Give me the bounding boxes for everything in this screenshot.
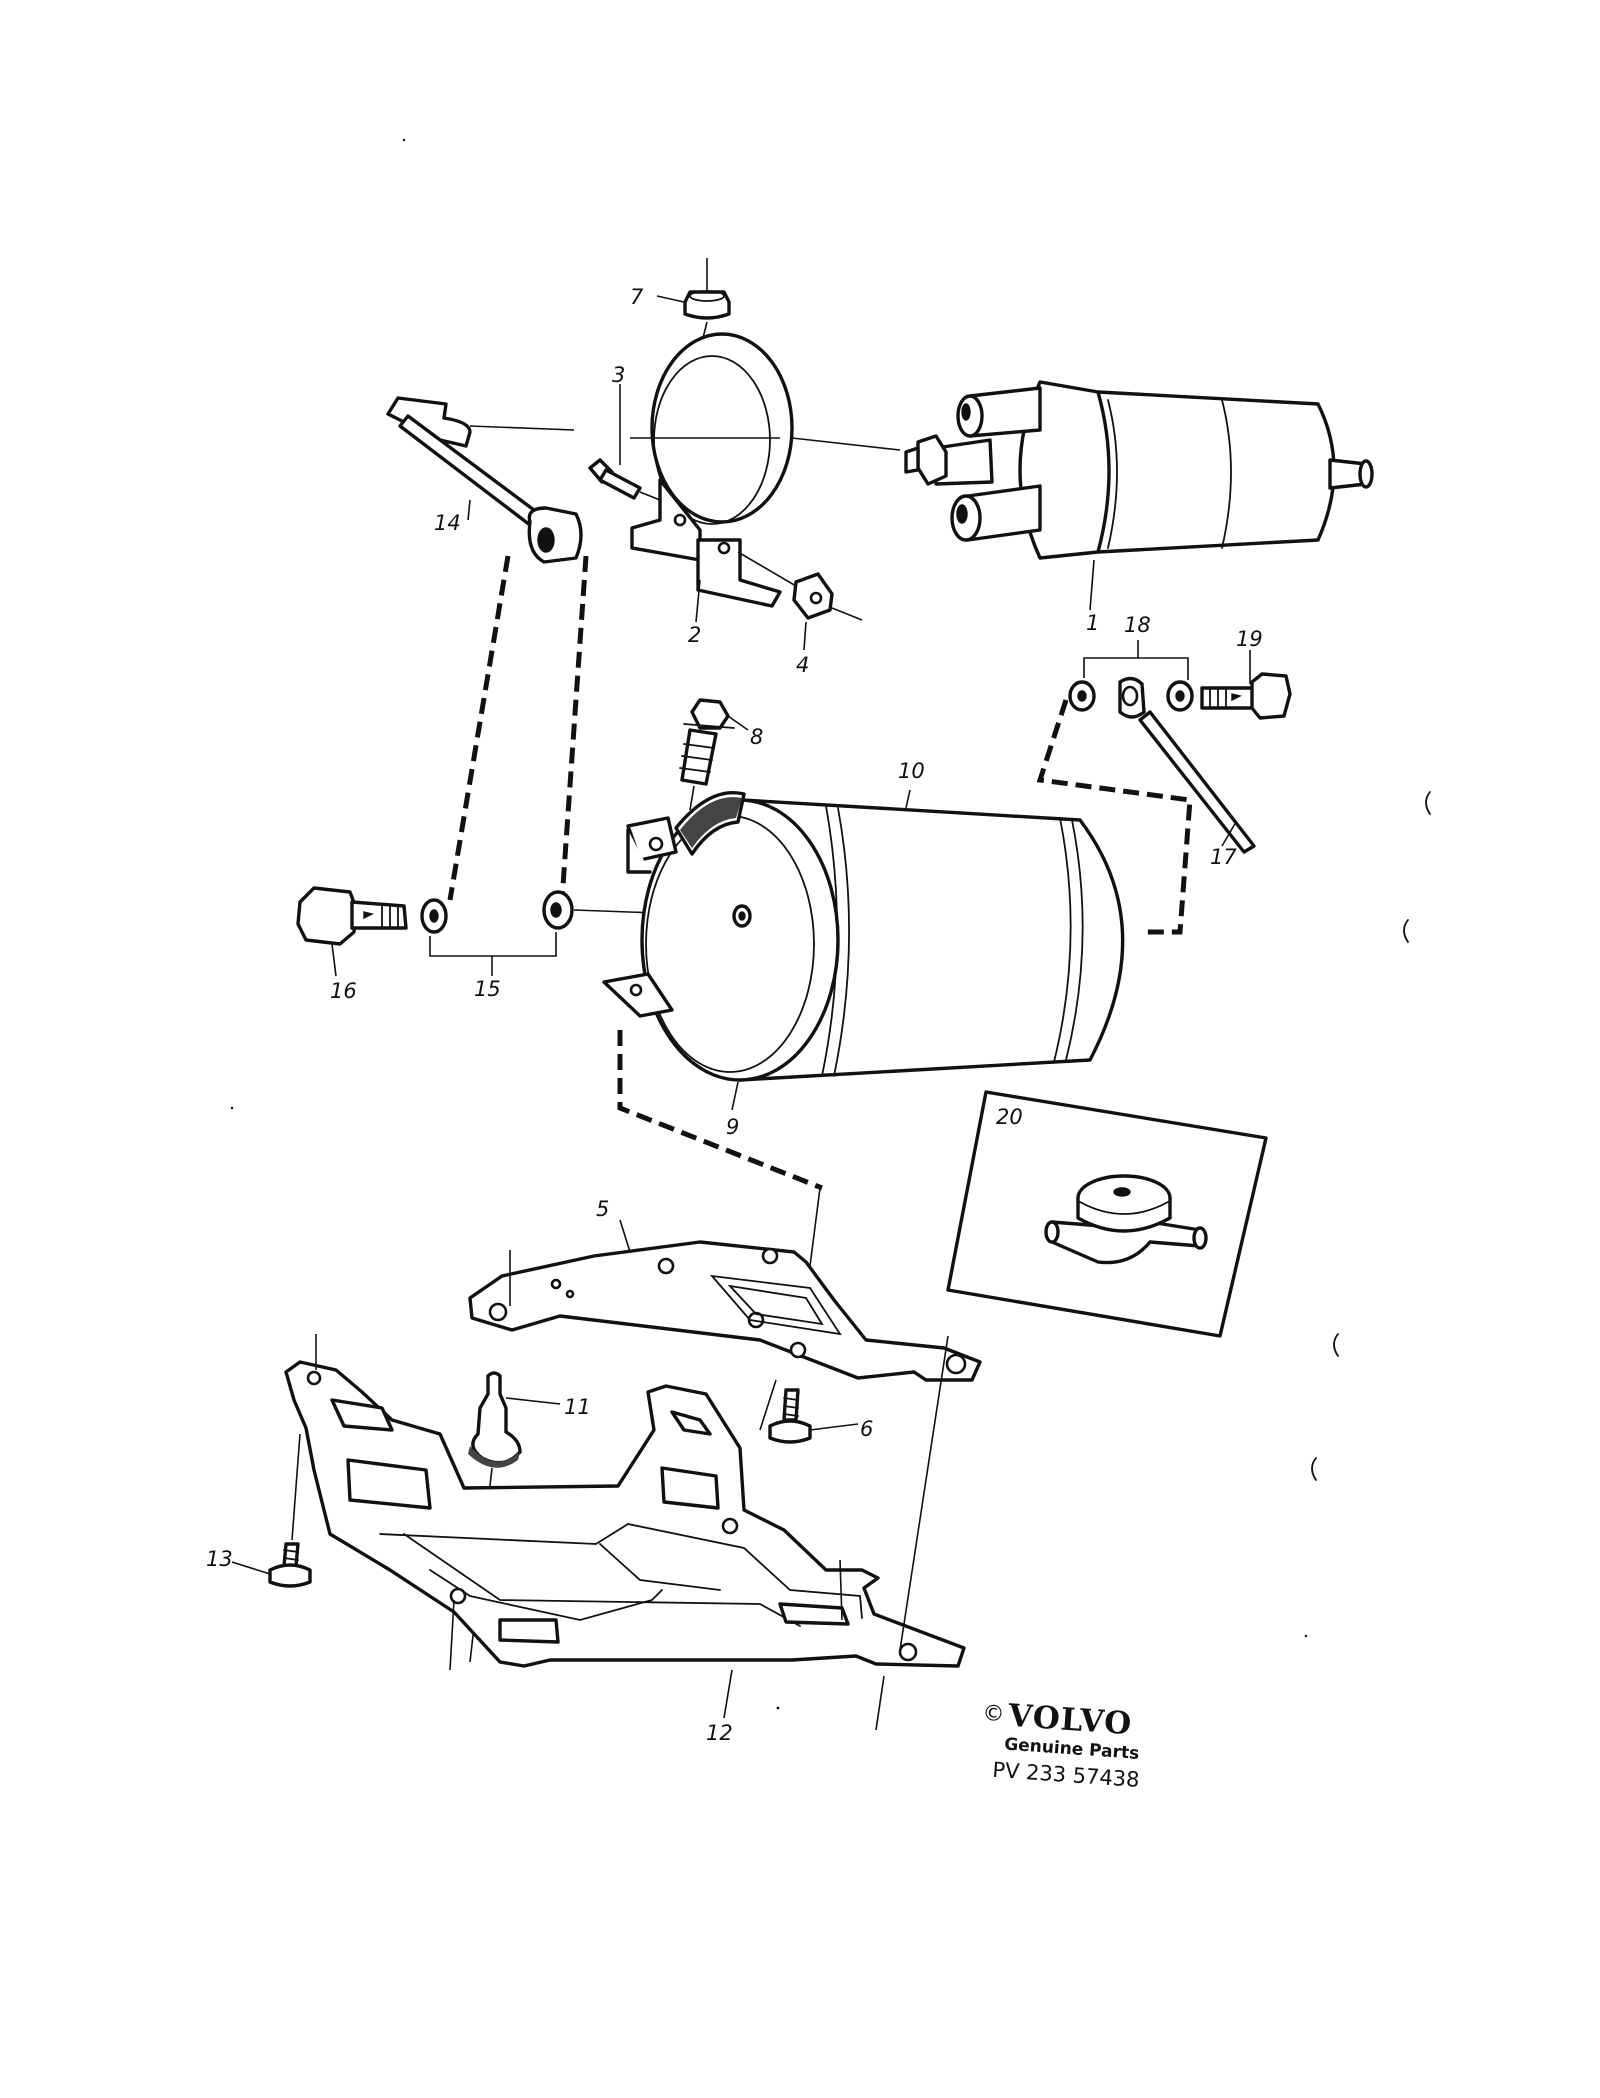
part-15-washers: [420, 890, 741, 976]
part-17-fuel-line: [1036, 699, 1256, 935]
part-2-clamp: [630, 332, 901, 623]
part-5-mounting-plate: [468, 1219, 982, 1382]
callout-8: 8: [750, 725, 763, 749]
callout-12: 12: [706, 1721, 733, 1745]
part-3-screw: [588, 384, 661, 501]
callout-19: 19: [1236, 627, 1263, 651]
volvo-logo: VOLVO: [1006, 1698, 1133, 1743]
callout-1: 1: [1086, 611, 1099, 635]
callout-6: 6: [860, 1417, 873, 1441]
part-13-screw: [231, 1433, 312, 1588]
callout-18: 18: [1124, 613, 1151, 637]
part-20-inset: [946, 1090, 1268, 1338]
callout-10: 10: [898, 759, 925, 783]
callout-11: 11: [564, 1395, 591, 1419]
callout-13: 13: [206, 1547, 233, 1571]
callout-4: 4: [796, 653, 809, 677]
paper-edge-marks: [230, 138, 1431, 1710]
part-8-bolt: [679, 698, 749, 811]
copyright-symbol: ©: [982, 1701, 1006, 1727]
callout-3: 3: [612, 363, 625, 387]
callout-5: 5: [596, 1197, 609, 1221]
volvo-genuine-parts-block: © VOLVO Genuine Parts PV 233 57438: [982, 1698, 1141, 1792]
callout-15: 15: [474, 977, 501, 1001]
callout-labels: 1 2 3 4 5 6 7 8 9 10 11 12 13 14 15 16 1…: [206, 285, 1263, 1745]
part-6-screw: [759, 1379, 859, 1444]
callout-14: 14: [434, 511, 461, 535]
callout-2: 2: [688, 623, 701, 647]
part-16-bolt: [296, 886, 408, 977]
part-18-banjo-set: [1068, 640, 1194, 719]
assembly-dash-14-15: [447, 555, 589, 901]
reference-number: PV 233 57438: [992, 1758, 1141, 1792]
part-14-bracket-arm: [386, 396, 583, 564]
part-10-pump-holder: [602, 789, 1125, 1111]
part-4-square-nut: [737, 551, 863, 651]
callout-20: 20: [996, 1105, 1023, 1129]
part-1-fuel-pump: [904, 380, 1374, 611]
part-19-banjo-bolt: [1200, 650, 1292, 720]
callout-9: 9: [726, 1115, 739, 1139]
callout-16: 16: [330, 979, 357, 1003]
callout-7: 7: [630, 285, 644, 309]
callout-17: 17: [1210, 845, 1237, 869]
part-12-base-frame: [284, 1334, 966, 1731]
